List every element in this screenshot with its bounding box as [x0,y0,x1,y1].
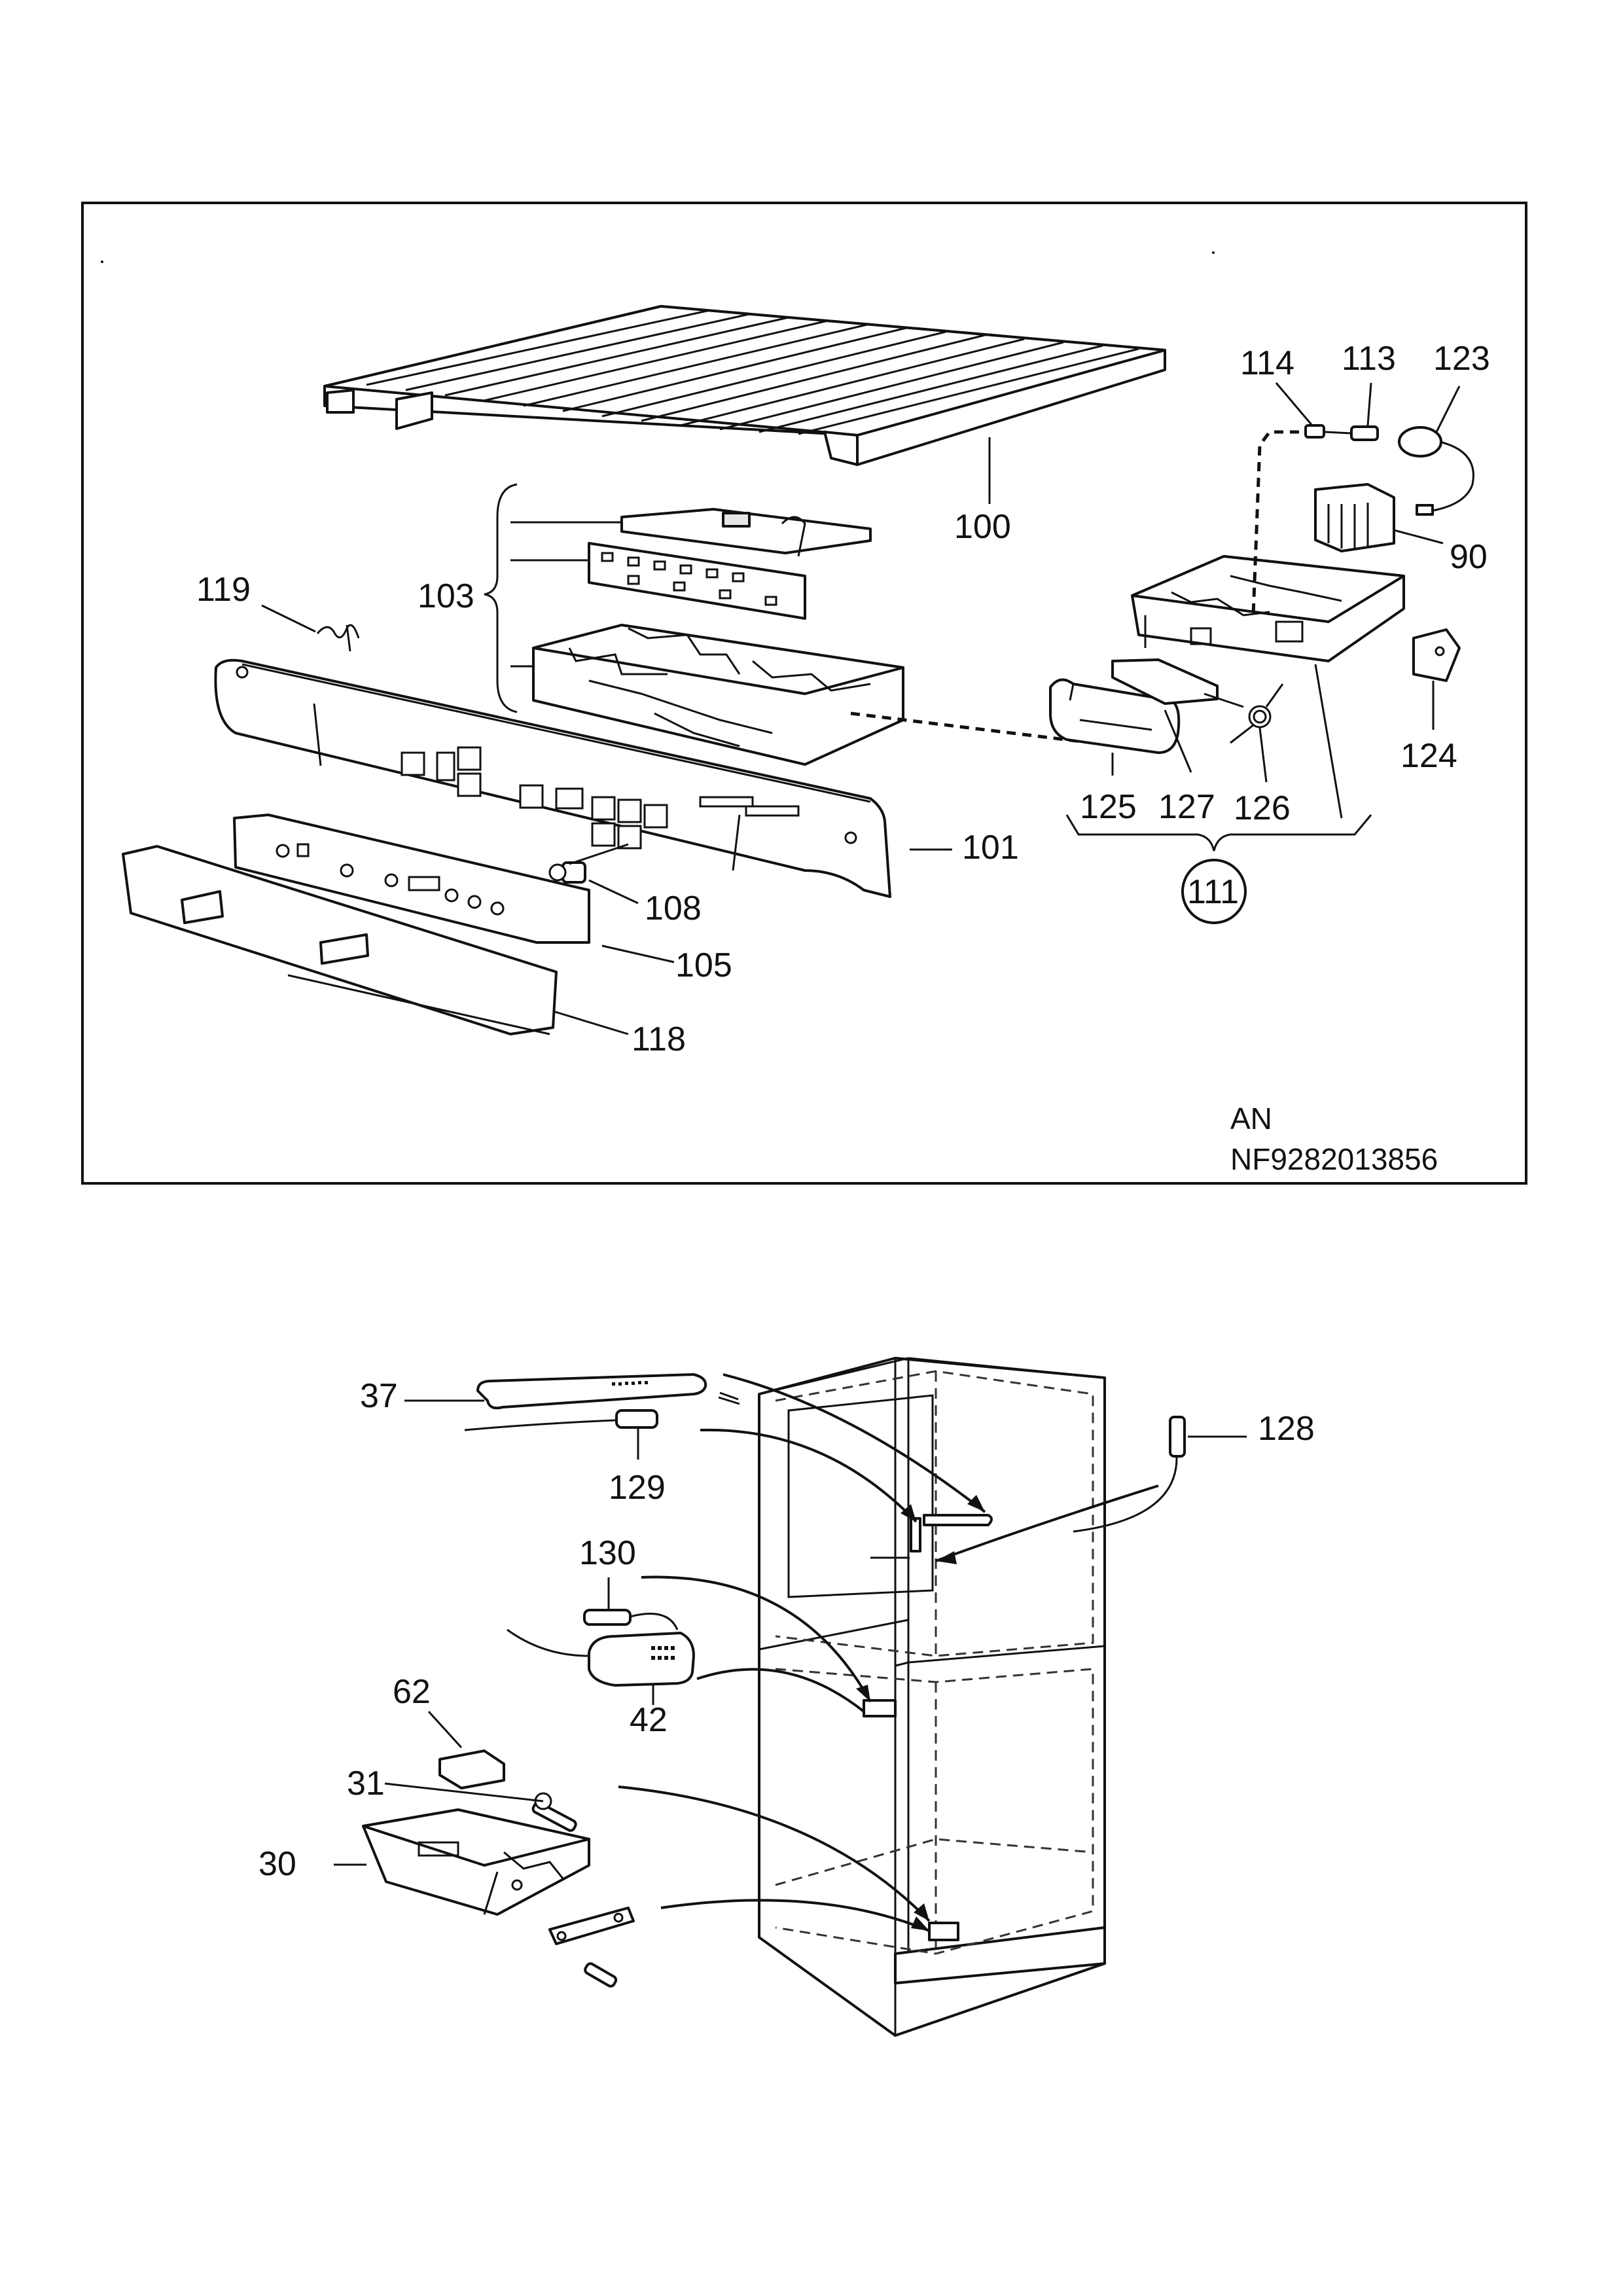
label-62: 62 [393,1673,431,1711]
label-126: 126 [1234,789,1291,827]
leader-126 [1258,727,1268,783]
appliance-cabinet [758,1357,1106,2037]
label-100: 100 [954,508,1011,546]
leader-108 [588,879,639,905]
label-101: 101 [962,829,1019,867]
label-113: 113 [1342,340,1396,378]
part-30-clip-plate [548,1907,635,1945]
footer-code-number: NF9282013856 [1230,1142,1438,1176]
part-105-printed-panel [233,814,590,944]
leader-105 [601,944,675,963]
leader-114 [1275,382,1313,426]
part-124-clip [1412,628,1461,682]
leader-118 [552,1010,629,1035]
leader-113 [1366,382,1372,426]
leader-127 [1164,709,1192,773]
label-37: 37 [360,1377,398,1415]
arrowhead-128 [936,1551,957,1564]
arrowhead-30b [911,1916,929,1931]
part-114-connector [1304,424,1325,439]
part-127-latch [1111,658,1244,708]
label-119: 119 [196,571,251,609]
part-128-sensor [1073,1416,1186,1533]
leader-123 [1435,386,1461,433]
brace-111 [1065,814,1372,852]
label-130: 130 [579,1534,636,1572]
part-42-control-module [507,1628,695,1687]
arrow-30b [660,1899,930,1932]
arrowhead-37 [967,1495,985,1512]
leader-62 [427,1710,463,1749]
top-panel-frame [81,202,1527,1185]
part-103-pcb-board [620,508,872,557]
label-129: 129 [609,1469,666,1507]
arrow-37 [722,1373,986,1513]
part-90-transformer [1314,483,1395,552]
label-42: 42 [630,1701,668,1739]
arrow-128 [935,1484,1159,1562]
part-119-spring [316,624,360,652]
part-100-top-cover [323,305,1166,466]
leader-90 [1393,529,1444,545]
part-113-fuse [1325,425,1379,441]
label-128: 128 [1258,1410,1315,1448]
arrow-130 [641,1575,872,1702]
part-130-sensor [583,1609,679,1630]
arrowhead-129 [901,1504,916,1522]
label-124: 124 [1400,737,1457,775]
part-37-sensor-rail [476,1373,740,1410]
brace-103 [484,483,518,713]
registration-dot [1212,251,1215,254]
arrow-42 [696,1668,865,1713]
label-90: 90 [1450,538,1488,576]
part-108-knob [548,861,586,884]
label-125: 125 [1080,788,1137,826]
arrow-129 [700,1428,918,1523]
label-127: 127 [1158,788,1215,826]
part-111-bracket-assembly [1131,555,1405,662]
registration-dot [101,260,103,263]
label-108: 108 [645,889,702,927]
dashed-wire-114 [1251,430,1299,616]
part-30-mounting-bracket [362,1808,590,1916]
part-103-housing-base [532,624,904,766]
part-62-cover-block [438,1749,505,1789]
part-126-spring [1230,683,1284,744]
part-129-probe [464,1409,658,1431]
label-105: 105 [675,946,732,984]
label-111: 111 [1187,873,1239,911]
label-123: 123 [1433,340,1490,378]
part-31-screw [531,1792,577,1832]
part-125-handle [1049,678,1181,754]
arrowhead-30 [914,1903,929,1921]
leader-111-right [1314,664,1343,819]
part-123-cable-plug [1398,426,1474,516]
arrowhead-130 [856,1685,870,1702]
label-31: 31 [347,1765,385,1803]
arrow-30 [618,1785,931,1922]
part-101-panel-housing [214,658,891,898]
fastener-screw [584,1962,618,1988]
leader-119 [261,604,316,633]
footer-code-an: AN [1230,1102,1272,1136]
label-30: 30 [259,1845,296,1883]
leader-108b [569,843,629,865]
label-118: 118 [632,1020,686,1058]
leader-31 [384,1782,544,1803]
part-118-front-cover [122,845,558,1035]
part-103-button-board [588,542,806,620]
label-114: 114 [1240,344,1294,382]
circle-111 [1181,859,1247,924]
label-103: 103 [418,577,474,615]
